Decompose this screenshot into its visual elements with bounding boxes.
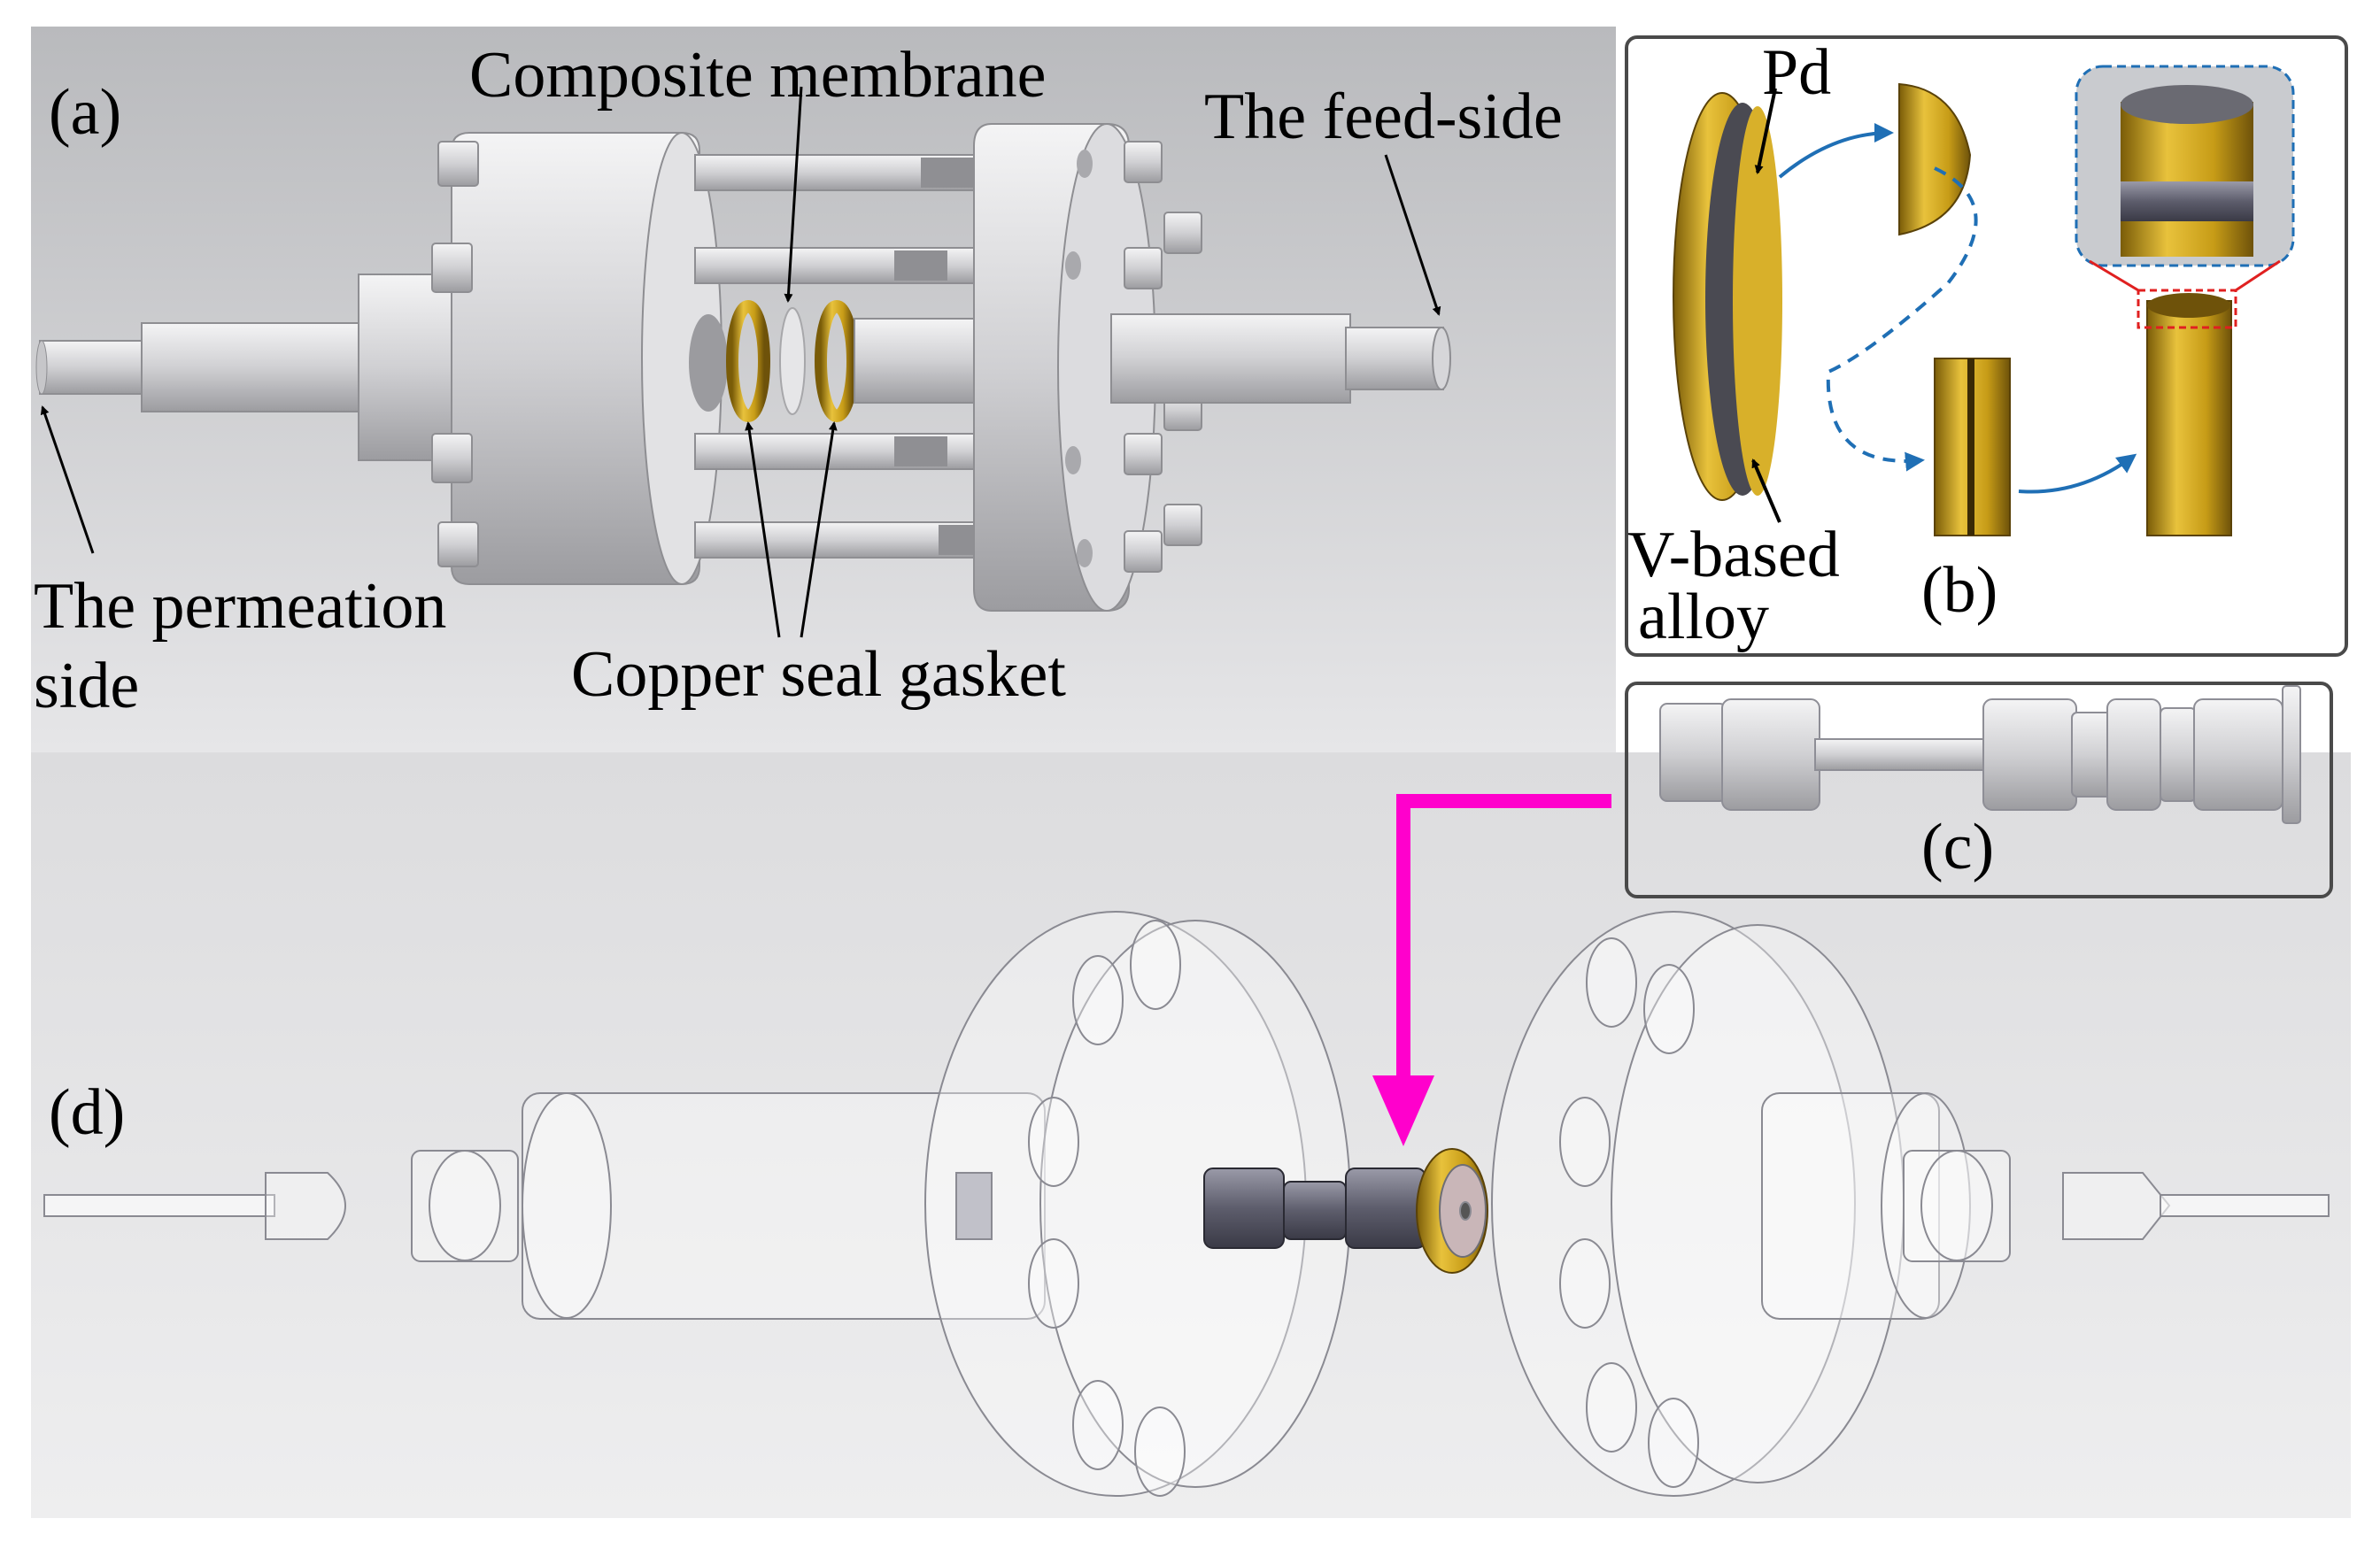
welded-tube [2146,300,2232,536]
panel-b-tag: (b) [1921,554,1998,627]
permeation-tube [39,340,147,395]
magenta-arrow [1396,794,1611,1111]
panel-d-tag: (d) [49,1076,126,1149]
copper-gasket-right [815,300,859,422]
panel-a-tag: (a) [49,76,122,149]
panel-b-frame [1625,35,2348,657]
pd-layer-front [1733,106,1782,496]
feed-tube [1345,327,1444,390]
d-left-tube [43,1194,275,1217]
d-fitting-3 [1345,1168,1426,1249]
permeation-side-label-2: side [34,650,140,722]
d-right-flange [1491,911,1856,1497]
panel-c-tag: (c) [1921,811,1995,883]
panel-d-background [31,752,2351,1518]
copper-gasket-left [726,300,770,422]
d-right-cone [2062,1172,2171,1240]
permeation-side-label-1: The permeation [34,570,447,643]
pd-label: Pd [1762,36,1832,109]
feed-side-label: The feed-side [1204,81,1563,153]
panel-b-drawing [1673,65,2295,536]
bent-foil [1898,82,1972,236]
panel-a-module [35,86,1451,638]
permeation-shaft [141,322,364,412]
feed-shaft [1110,313,1351,404]
composite-membrane-label: Composite membrane [469,39,1047,112]
copper-seal-gasket-label: Copper seal gasket [571,638,1066,711]
composite-membrane-disc [779,307,806,415]
v-alloy-label-1: V-based [1627,519,1840,591]
d-left-cone [265,1172,346,1240]
v-alloy-label-2: alloy [1638,581,1769,653]
panel-c-frame [1625,682,2333,898]
d-fitting-1 [1203,1168,1285,1249]
panel-d-drawing [43,911,2330,1497]
panel-c-drawing [1659,685,2301,824]
d-fitting-2 [1283,1181,1347,1240]
c-flange-disc [2282,685,2301,824]
d-right-tube [2160,1194,2330,1217]
